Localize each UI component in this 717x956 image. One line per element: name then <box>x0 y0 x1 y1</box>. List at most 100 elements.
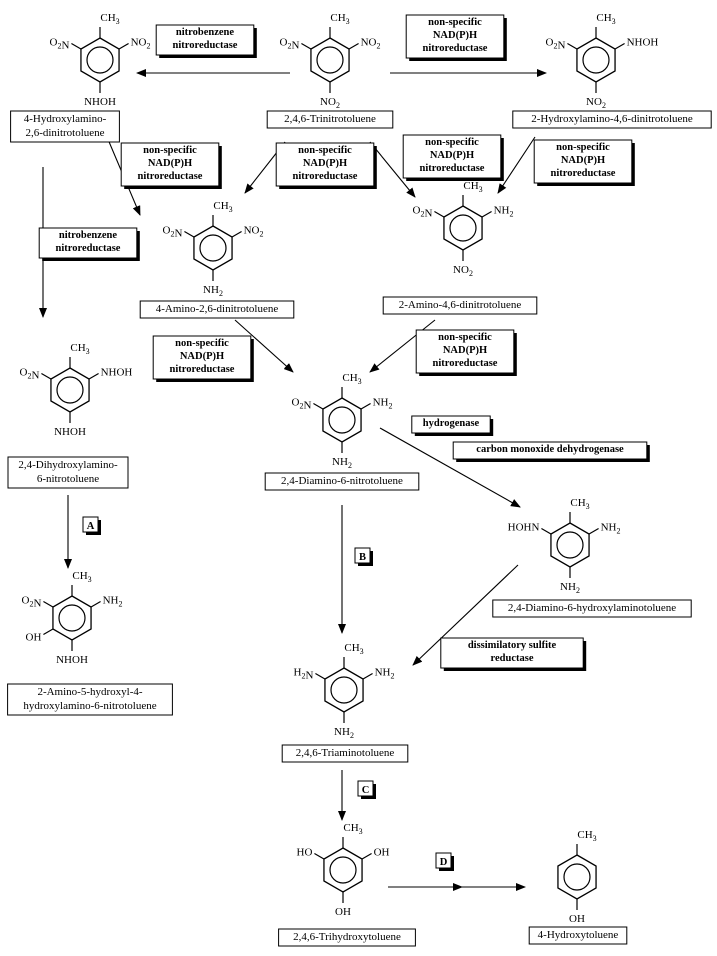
group-nitro_left: O2N <box>280 37 300 52</box>
enzyme-box-frame <box>38 227 138 259</box>
enzyme-box-hyd: hydrogenase <box>411 415 494 436</box>
enzyme-name-text: NAD(P)H <box>148 158 192 169</box>
enzyme-name-text: non-specific <box>143 145 197 156</box>
enzyme-box-frame <box>411 415 491 434</box>
substituent-bond <box>434 210 445 218</box>
group-amino_left: H2N <box>294 667 314 682</box>
substituent-bond <box>231 230 242 238</box>
step-label-D: D <box>435 852 454 871</box>
enzyme-box-frame <box>415 329 515 374</box>
enzyme-name-text: carbon monoxide dehydrogenase <box>476 444 624 455</box>
label-box <box>382 296 538 315</box>
step-letter-text: C <box>362 785 370 796</box>
aromatic-circle <box>86 46 114 74</box>
enzyme-name-text: hydrogenase <box>423 418 480 429</box>
group-nitro_bottom: NO2 <box>586 96 606 110</box>
aromatic-circle <box>58 604 86 632</box>
compound-label-hadnt2: 2-Hydroxylamino-4,6-dinitrotoluene <box>512 110 712 129</box>
compound-name-text: 4-Hydroxylamino- <box>24 113 107 125</box>
substituent-bond <box>315 672 326 680</box>
aromatic-circle <box>563 863 591 891</box>
reaction-arrow-midhead <box>453 883 463 891</box>
enzyme-name-text: NAD(P)H <box>430 150 474 161</box>
group-nitro_left: O2N <box>546 37 566 52</box>
group-nitro_left: O2N <box>413 205 433 220</box>
enzyme-box-co: carbon monoxide dehydrogenase <box>452 441 650 462</box>
compound-name-text: 2-Amino-5-hydroxyl-4- <box>37 686 142 698</box>
compound-label-tnt: 2,4,6-Trinitrotoluene <box>266 110 394 129</box>
label-box <box>281 744 409 763</box>
compound-label-hadnt4: 4-Hydroxylamino-2,6-dinitrotoluene <box>10 110 120 143</box>
substituent-bond <box>360 402 371 410</box>
group-amino_right: NH2 <box>375 667 395 681</box>
compound-name-text: 2-Hydroxylamino-4,6-dinitrotoluene <box>531 113 693 125</box>
compound-name-text: 2,4-Diamino-6-nitrotoluene <box>281 475 403 487</box>
group-hydroxylamino: NHOH <box>101 367 133 379</box>
enzyme-name-text: NAD(P)H <box>303 158 347 169</box>
aromatic-circle <box>556 531 584 559</box>
group-amino_bottom: NH2 <box>560 581 580 595</box>
step-box-frame <box>354 547 371 564</box>
compound-label-tat: 2,4,6-Triaminotoluene <box>281 744 409 763</box>
group-amino_bottom: NH2 <box>332 456 352 470</box>
compound-name-text: 2,4,6-Triaminotoluene <box>296 747 395 759</box>
enzyme-name-text: nitroreductase <box>138 171 203 182</box>
group-methyl: CH3 <box>330 12 349 26</box>
label-box <box>528 926 628 945</box>
aromatic-circle <box>582 46 610 74</box>
group-methyl: CH3 <box>577 829 596 843</box>
substituent-bond <box>184 230 195 238</box>
group-hydroxyl_left: OH <box>569 913 585 925</box>
aromatic-circle <box>316 46 344 74</box>
enzyme-name-text: nitroreductase <box>433 358 498 369</box>
substituent-bond <box>314 852 325 860</box>
label-box <box>7 683 173 716</box>
group-hydroxyl_left_ho: HO <box>297 847 313 859</box>
step-letter-text: B <box>359 552 366 563</box>
group-nitro_right: NO2 <box>244 225 264 239</box>
enzyme-name-text: non-specific <box>438 332 492 343</box>
substituent-bond <box>43 628 54 636</box>
compound-label-dant: 2,4-Diamino-6-nitrotoluene <box>264 472 420 491</box>
compound-label-dhant: 2,4-Dihydroxylamino-6-nitrotoluene <box>7 456 129 489</box>
group-nitro_right: NO2 <box>131 37 151 51</box>
group-methyl: CH3 <box>100 12 119 26</box>
group-methyl: CH3 <box>213 200 232 214</box>
aromatic-circle <box>199 234 227 262</box>
compound-label-dahat: 2,4-Diamino-6-hydroxylaminotoluene <box>492 599 692 618</box>
group-hydroxyl_left: OH <box>335 906 351 918</box>
reaction-arrow-dahat-to-tat <box>412 564 519 666</box>
substituent-bond <box>71 42 82 50</box>
substituent-bond <box>43 600 54 608</box>
group-hydroxylamino: NHOH <box>627 37 659 49</box>
enzyme-name-text: nitroreductase <box>551 168 616 179</box>
group-hydroxylamino: NHOH <box>54 426 86 438</box>
enzyme-name-text: nitroreductase <box>423 43 488 54</box>
enzyme-box-frame <box>120 142 220 187</box>
label-box <box>139 300 295 319</box>
compound-label-ahhant: 2-Amino-5-hydroxyl-4-hydroxylamino-6-nit… <box>7 683 173 716</box>
enzyme-box-frame <box>533 139 633 184</box>
enzyme-name-text: dissimilatory sulfite <box>468 640 557 651</box>
compound-label-ht: 4-Hydroxytoluene <box>528 926 628 945</box>
enzyme-box-frame <box>452 441 648 460</box>
compound-label-adnt4: 4-Amino-2,6-dinitrotoluene <box>139 300 295 319</box>
reaction-arrow-hadnt2-to-adnt2 <box>497 136 536 194</box>
aromatic-circle <box>449 214 477 242</box>
enzyme-name-text: non-specific <box>298 145 352 156</box>
substituent-bond <box>361 852 372 860</box>
group-methyl: CH3 <box>343 822 362 836</box>
